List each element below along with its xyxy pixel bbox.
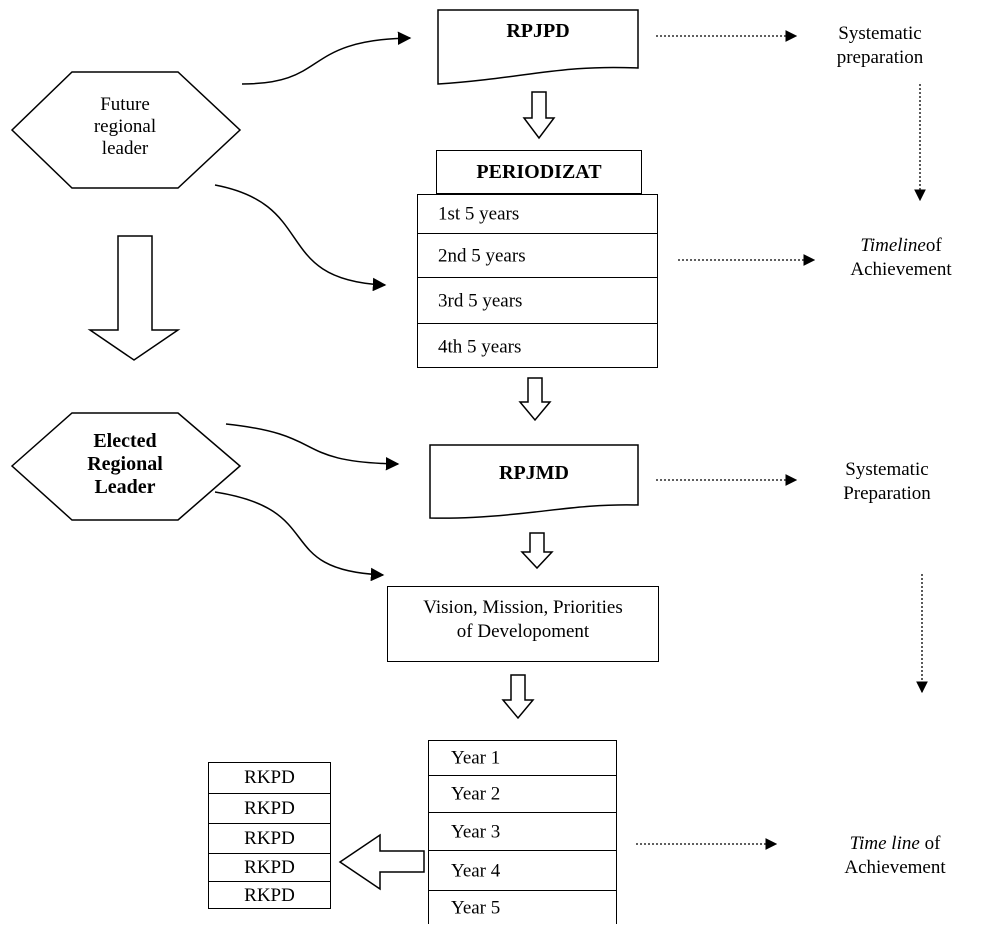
connector-future-to-rpjpd bbox=[241, 31, 412, 85]
rpjpd-title: RPJPD bbox=[506, 20, 570, 42]
timeline-achievement-label-2: Time line of Achievement bbox=[820, 832, 970, 880]
timeline-italic-1: Timeline bbox=[860, 235, 926, 256]
timeline-line2-2: Achievement bbox=[844, 857, 946, 878]
systematic-preparation-label-2: Systematic Preparation bbox=[843, 459, 931, 504]
hollow-down-arrow-4 bbox=[501, 674, 535, 720]
timeline-achievement-label-1: Timelineof Achievement bbox=[826, 234, 976, 282]
year-row: Year 4 bbox=[429, 850, 616, 890]
rpjmd-document-shape bbox=[429, 444, 639, 519]
timeline-rest-2: of bbox=[919, 833, 941, 854]
rkpd-row: RKPD bbox=[209, 793, 330, 823]
elected-leader-hexagon bbox=[10, 412, 242, 521]
rkpd-row: RKPD bbox=[209, 853, 330, 881]
hollow-left-arrow bbox=[338, 833, 425, 891]
periodization-title: PERIODIZAT bbox=[476, 161, 602, 183]
rpjpd-document: RPJPD bbox=[438, 20, 638, 50]
years-table: Year 1 Year 2 Year 3 Year 4 Year 5 bbox=[428, 740, 617, 924]
connector-future-to-periodization bbox=[214, 184, 387, 292]
connector-elected-to-vision bbox=[214, 491, 385, 582]
rkpd-row: RKPD bbox=[244, 767, 295, 788]
timeline-line2-1: Achievement bbox=[850, 259, 952, 280]
rpjmd-title: RPJMD bbox=[499, 462, 569, 484]
future-leader-hexagon bbox=[10, 71, 242, 189]
hollow-down-arrow-1 bbox=[522, 91, 556, 140]
periodization-header: PERIODIZAT bbox=[436, 150, 642, 194]
vision-mission-text: Vision, Mission, Priorities of Developom… bbox=[423, 597, 623, 642]
elected-leader-label: Elected Regional Leader bbox=[87, 430, 163, 498]
hollow-down-arrow-2 bbox=[518, 377, 552, 422]
periodization-table: 1st 5 years 2nd 5 years 3rd 5 years 4th … bbox=[417, 194, 658, 368]
rpjmd-document: RPJMD bbox=[430, 462, 638, 492]
timeline-italic-2: Time line bbox=[849, 833, 920, 854]
vision-mission-box: Vision, Mission, Priorities of Developom… bbox=[387, 586, 659, 662]
future-leader-label: Future regional leader bbox=[93, 94, 157, 159]
year-row: Year 1 bbox=[451, 747, 501, 769]
period-row: 2nd 5 years bbox=[418, 233, 657, 277]
year-row: Year 3 bbox=[429, 812, 616, 850]
connector-elected-to-rpjmd bbox=[225, 423, 400, 471]
period-row: 4th 5 years bbox=[418, 323, 657, 369]
hollow-down-arrow-3 bbox=[520, 532, 554, 570]
period-row: 3rd 5 years bbox=[418, 277, 657, 323]
rpjpd-document-shape bbox=[437, 9, 639, 85]
period-row: 1st 5 years bbox=[438, 203, 520, 225]
year-row: Year 2 bbox=[429, 775, 616, 812]
rkpd-row: RKPD bbox=[209, 823, 330, 853]
year-row: Year 5 bbox=[429, 890, 616, 925]
systematic-preparation-label-1: Systematic preparation bbox=[836, 23, 924, 68]
big-hollow-down-arrow bbox=[87, 235, 181, 361]
rkpd-stack: RKPD RKPD RKPD RKPD RKPD bbox=[208, 762, 331, 909]
timeline-rest-1: of bbox=[925, 235, 942, 256]
rkpd-row: RKPD bbox=[209, 881, 330, 910]
